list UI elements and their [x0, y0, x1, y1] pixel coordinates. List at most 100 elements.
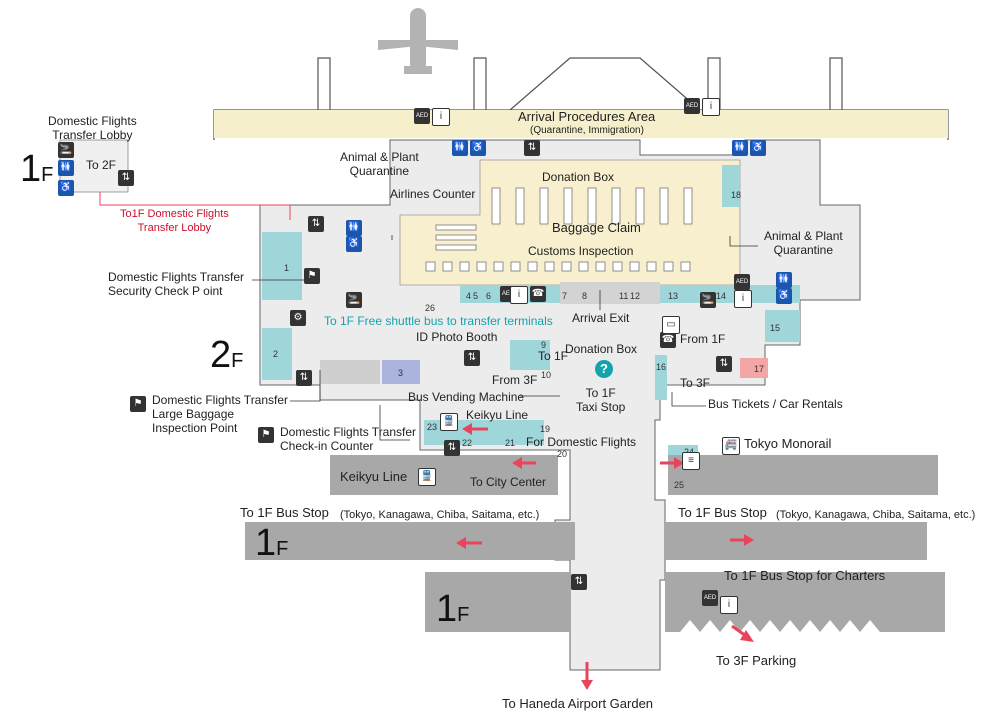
shop-number: 1	[284, 263, 290, 273]
floor-1f-road: 1F	[255, 522, 289, 564]
shop-number: 15	[770, 323, 781, 333]
label-garden: To Haneda Airport Garden	[502, 696, 654, 711]
red-leader-line	[99, 192, 291, 220]
label-bus-stop-left: To 1F Bus Stop	[240, 505, 329, 520]
elevator-icon: ⇅	[571, 574, 587, 590]
phone-icon: ☎	[530, 286, 546, 302]
label-to-1f-domestic-lobby: To1F Domestic Flights Transfer Lobby	[120, 208, 229, 234]
label-arrival-exit: Arrival Exit	[572, 311, 630, 325]
monorail-icon: 🚝	[722, 437, 740, 455]
label-bus-vending: Bus Vending Machine	[408, 390, 525, 404]
aed-icon: AED	[414, 108, 430, 124]
label-to-2f: To 2F	[86, 158, 117, 172]
information-icon: i	[510, 286, 528, 304]
elevator-icon: ⇅	[444, 440, 460, 456]
shop-17	[740, 358, 768, 378]
baggage-claim-area	[399, 159, 741, 286]
label-animal-plant-right: Animal & Plant Quarantine	[764, 229, 843, 257]
label-to-1f-taxi: To 1F Taxi Stop	[576, 386, 626, 414]
smoking-area-icon: 🚬	[700, 292, 716, 308]
shop-number: 6	[486, 291, 492, 301]
label-parking: To 3F Parking	[716, 653, 797, 668]
label-bus-stop-right: To 1F Bus Stop	[678, 505, 767, 520]
label-arrival-procedures: Arrival Procedures Area	[518, 109, 656, 124]
information-icon: i	[720, 596, 738, 614]
accessible-restroom-icon: ♿	[750, 140, 766, 156]
floor-1f-road-bottom: 1F	[436, 588, 470, 630]
accessible-restroom-icon: ♿	[346, 236, 362, 252]
floor-1f-lobby: 1F	[20, 148, 54, 190]
accessible-restroom-icon: ♿	[470, 140, 486, 156]
shop-number: 22	[462, 438, 473, 448]
aed-icon: AED	[702, 590, 718, 606]
information-icon: i	[702, 98, 720, 116]
shop-3	[382, 360, 420, 384]
airplane-icon	[378, 8, 458, 74]
shop-number: 21	[505, 438, 516, 448]
gray-block-2	[560, 282, 660, 304]
label-tokyo-monorail: Tokyo Monorail	[744, 436, 832, 451]
elevator-icon: ⇅	[118, 170, 134, 186]
elevator-icon: ⇅	[524, 140, 540, 156]
label-to-city-center: To City Center	[470, 475, 547, 489]
luggage-inspection-icon: ⚑	[130, 396, 146, 412]
label-from-3f: From 3F	[492, 373, 538, 387]
label-keikyu-line-bottom: Keikyu Line	[340, 469, 408, 484]
security-check-icon: ⚑	[304, 268, 320, 284]
restroom-icon: 🚻	[776, 272, 792, 288]
smoking-area-icon: 🚬	[58, 142, 74, 158]
label-airlines-counter: Airlines Counter	[390, 187, 476, 201]
shop-number: 3	[398, 368, 404, 378]
restroom-icon: 🚻	[732, 140, 748, 156]
accessible-restroom-icon: ♿	[58, 180, 74, 196]
label-animal-plant-left: Animal & Plant Quarantine	[340, 150, 419, 178]
escalator-icon: ≡	[682, 452, 700, 470]
aed-icon: AED	[734, 274, 750, 290]
checkin-icon: ⚑	[258, 427, 274, 443]
label-shuttle-bus: To 1F Free shuttle bus to transfer termi…	[324, 314, 553, 328]
elevator-icon: ⇅	[296, 370, 312, 386]
phone-icon: ☎	[660, 332, 676, 348]
restroom-icon: 🚻	[58, 160, 74, 176]
shop-number: 14	[716, 291, 727, 301]
label-domestic-transfer-lobby: Domestic Flights Transfer Lobby	[48, 114, 137, 142]
label-id-photo: ID Photo Booth	[416, 330, 498, 344]
shop-number: 26	[425, 303, 436, 313]
smoking-area-icon: 🚬	[346, 292, 362, 308]
arrival-procedures-band	[214, 110, 948, 138]
shop-number: 19	[540, 424, 551, 434]
label-to-1f-a: To 1F	[538, 349, 569, 363]
restroom-icon: 🚻	[346, 220, 362, 236]
information-icon: i	[734, 290, 752, 308]
label-charters: To 1F Bus Stop for Charters	[724, 568, 886, 583]
shop-number: 11	[619, 291, 629, 301]
label-bus-tickets: Bus Tickets / Car Rentals	[708, 397, 843, 411]
shop-number: 17	[754, 364, 765, 374]
label-bus-stop-right-sub: (Tokyo, Kanagawa, Chiba, Saitama, etc.)	[776, 509, 976, 521]
shop-number: 8	[582, 291, 588, 301]
restroom-icon: 🚻	[452, 140, 468, 156]
shop-number: 16	[656, 362, 667, 372]
shop-number: 12	[630, 291, 641, 301]
label-donation-box-top: Donation Box	[542, 170, 615, 184]
floor-2f: 2F	[210, 334, 244, 376]
shop-number: 18	[731, 190, 742, 200]
shop-number: 20	[557, 449, 568, 459]
gray-block-1	[320, 360, 380, 384]
label-from-1f: From 1F	[680, 332, 726, 346]
label-donation-box-mid: Donation Box	[565, 342, 638, 356]
elevator-icon: ⇅	[716, 356, 732, 372]
baggage-storage-icon: ⚙	[290, 310, 306, 326]
label-security-check: Domestic Flights Transfer Security Check…	[108, 270, 245, 298]
information-icon: i	[432, 108, 450, 126]
elevator-icon: ⇅	[464, 350, 480, 366]
label-for-domestic: For Domestic Flights	[526, 435, 637, 449]
shop-number: 9	[541, 340, 547, 350]
aed-icon: AED	[684, 98, 700, 114]
label-checkin-counter: Domestic Flights Transfer Check-in Count…	[280, 425, 417, 453]
computer-icon: ▭	[662, 316, 680, 334]
shop-number: 10	[541, 370, 552, 380]
train-icon: 🚆	[418, 468, 436, 486]
roads	[245, 455, 945, 632]
